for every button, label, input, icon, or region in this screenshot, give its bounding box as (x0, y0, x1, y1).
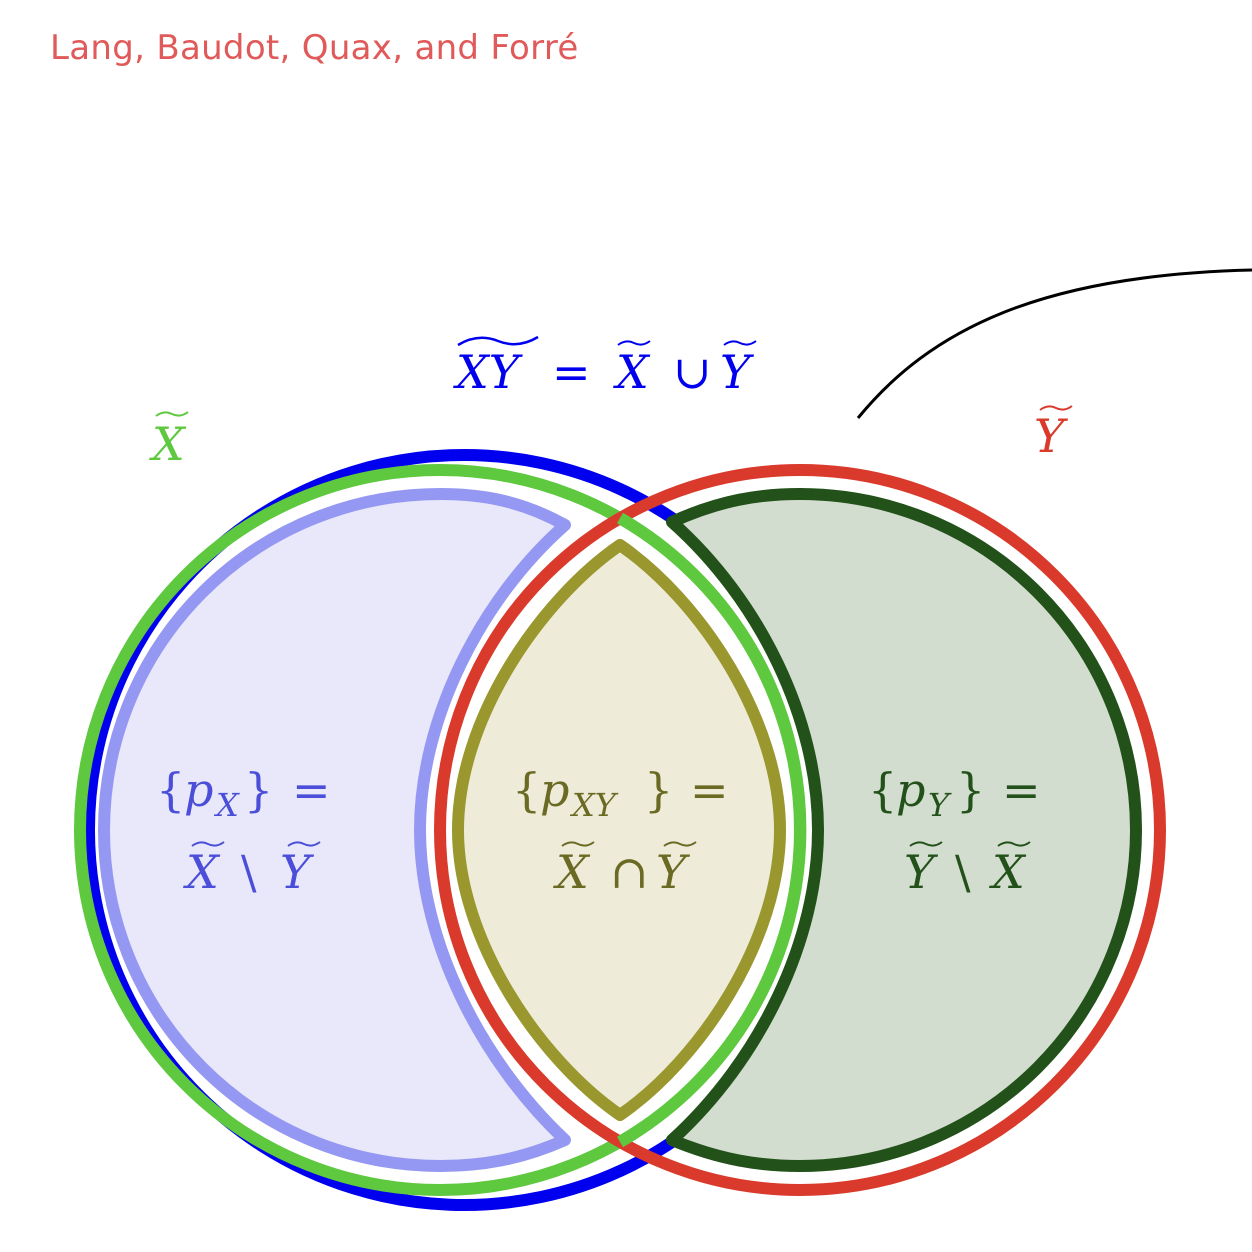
svg-text:XY: XY (453, 345, 524, 399)
svg-text:=: = (1002, 763, 1041, 817)
x-only-label: { p X } = X \ Y (156, 763, 331, 899)
intersection-label: { p XY } = X ∩ Y (512, 763, 729, 899)
svg-text:\: \ (241, 845, 257, 899)
svg-text:{: { (156, 763, 185, 817)
svg-text:∪: ∪ (673, 345, 712, 399)
svg-text:X: X (989, 845, 1027, 899)
y-only-region (666, 488, 1142, 1172)
connector-curve (856, 268, 1252, 419)
svg-text:}: } (644, 763, 673, 817)
author-header: Lang, Baudot, Quax, and Forré (50, 28, 579, 68)
svg-text:Y: Y (656, 845, 691, 899)
svg-text:∩: ∩ (610, 845, 649, 899)
y-set-circle (434, 464, 1166, 1196)
svg-text:=: = (690, 763, 729, 817)
svg-text:X: X (613, 345, 651, 399)
svg-text:Y: Y (928, 786, 952, 824)
svg-text:=: = (292, 763, 331, 817)
svg-text:X: X (149, 417, 187, 471)
svg-text:=: = (552, 345, 591, 399)
svg-text:{: { (868, 763, 897, 817)
svg-text:Y: Y (1034, 409, 1069, 463)
svg-text:Y: Y (280, 845, 315, 899)
svg-text:}: } (244, 763, 273, 817)
svg-text:p: p (896, 763, 925, 817)
svg-text:X: X (553, 845, 591, 899)
svg-text:p: p (540, 763, 569, 817)
svg-text:\: \ (955, 845, 971, 899)
x-only-region (98, 488, 571, 1172)
svg-text:XY: XY (569, 786, 619, 824)
x-set-circle-overlap (617, 512, 807, 1148)
svg-text:X: X (213, 786, 240, 824)
svg-text:Y: Y (904, 845, 939, 899)
intersection-region (452, 539, 786, 1121)
svg-text:Y: Y (720, 345, 755, 399)
union-label: XY = X ∪ Y (453, 335, 757, 399)
x-set-label: X (149, 411, 189, 471)
svg-text:}: } (956, 763, 985, 817)
svg-text:{: { (512, 763, 541, 817)
y-set-label: Y (1034, 405, 1073, 463)
svg-text:p: p (184, 763, 213, 817)
svg-text:X: X (183, 845, 221, 899)
y-only-label: { p Y } = Y \ X (868, 763, 1041, 899)
